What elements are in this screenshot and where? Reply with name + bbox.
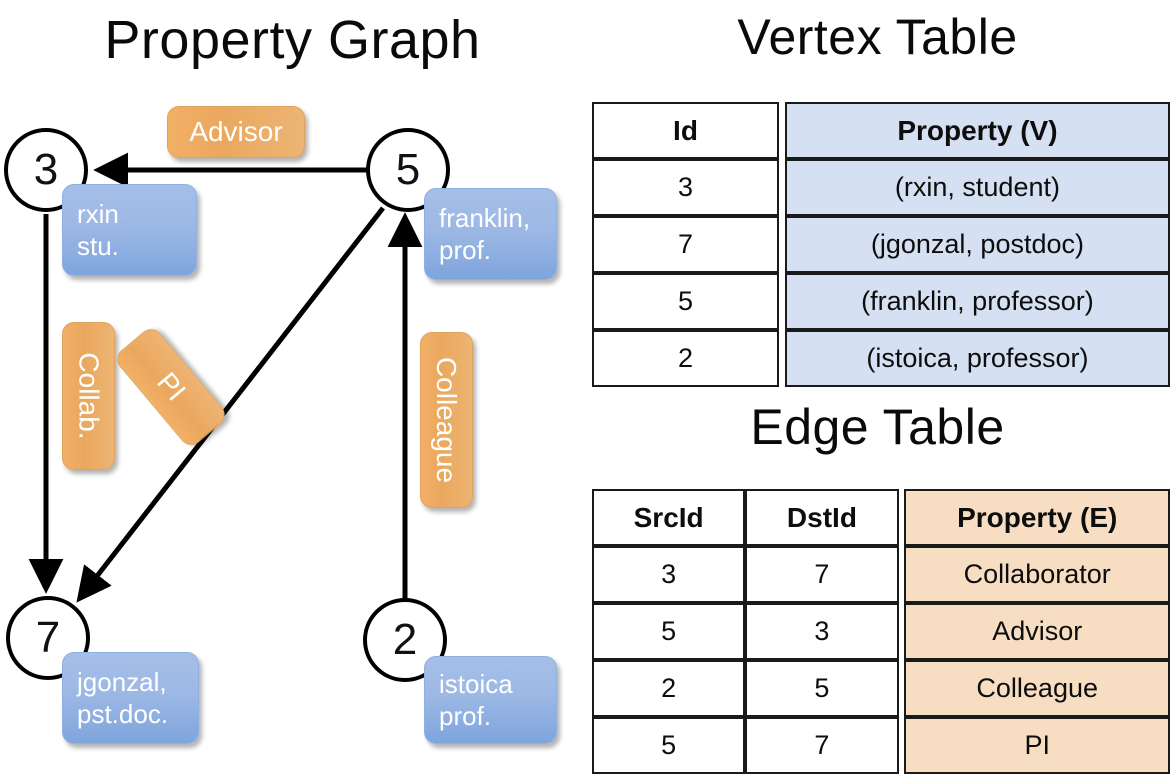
vertex-row-2-id: 5 [592,273,779,330]
edge-table-header-srcid: SrcId [592,489,746,546]
vertex-row-0-id: 3 [592,159,779,216]
vertex-label-2-line2: prof. [439,701,492,731]
table-row[interactable]: 7 (jgonzal, postdoc) [592,216,1170,273]
vertex-row-1-id: 7 [592,216,779,273]
edge-row-2-dst: 5 [745,660,899,717]
edge-label-advisor-text: Advisor [189,116,283,147]
table-row[interactable]: 5 7 PI [592,717,1170,774]
table-row[interactable]: 2 5 Colleague [592,660,1170,717]
edge-table-header-property: Property (E) [904,489,1170,546]
column-gap [898,660,905,717]
edge-row-2-property: Colleague [904,660,1170,717]
edge-row-0-src: 3 [592,546,746,603]
edge-label-advisor: Advisor [167,106,305,158]
edge-table: SrcId DstId Property (E) 3 7 Collaborato… [592,489,1170,774]
edge-row-1-src: 5 [592,603,746,660]
column-gap [779,330,785,387]
edge-label-collab: Collab. [62,322,115,470]
edge-row-3-src: 5 [592,717,746,774]
vertex-label-box-5: franklin, prof. [424,188,557,280]
page-title-vertex-table: Vertex Table [737,9,1018,65]
column-gap [779,273,785,330]
edge-label-colleague-text: Colleague [431,356,463,484]
vertex-table: Id Property (V) 3 (rxin, student) 7 (jgo… [592,102,1170,387]
vertex-label-2-line1: istoica [439,669,513,699]
edge-row-0-dst: 7 [745,546,899,603]
vertex-row-1-property: (jgonzal, postdoc) [784,216,1170,273]
edge-table-header-row: SrcId DstId Property (E) [592,489,1170,546]
vertex-table-header-row: Id Property (V) [592,102,1170,159]
table-row[interactable]: 5 3 Advisor [592,603,1170,660]
table-row[interactable]: 2 (istoica, professor) [592,330,1170,387]
vertex-label-box-2: istoica prof. [424,656,557,744]
vertex-node-5[interactable]: 5 [366,128,450,212]
edge-label-colleague: Colleague [420,332,473,508]
vertex-label-3-line1: rxin [77,199,119,229]
vertex-label-box-3: rxin stu. [62,184,197,276]
vertex-table-header-id: Id [592,102,779,159]
edge-label-pi-text: PI [151,366,192,407]
column-gap [898,546,905,603]
page-title-property-graph: Property Graph [104,10,481,70]
vertex-node-2[interactable]: 2 [363,598,447,682]
column-gap [779,102,785,159]
table-row[interactable]: 5 (franklin, professor) [592,273,1170,330]
column-gap [898,603,905,660]
graph-edges-svg [28,152,423,603]
vertex-label-box-7: jgonzal, pst.doc. [62,652,199,744]
vertex-label-7-line2: pst.doc. [77,699,169,729]
vertex-label-7-line1: jgonzal, [77,667,167,697]
vertex-row-3-property: (istoica, professor) [784,330,1170,387]
edge-row-3-property: PI [904,717,1170,774]
vertex-label-5-line2: prof. [439,235,492,265]
edge-label-collab-text: Collab. [73,352,105,440]
vertex-label-3-line2: stu. [77,231,119,261]
table-row[interactable]: 3 7 Collaborator [592,546,1170,603]
edge-row-3-dst: 7 [745,717,899,774]
vertex-table-header-property: Property (V) [784,102,1170,159]
edge-row-1-dst: 3 [745,603,899,660]
vertex-row-0-property: (rxin, student) [784,159,1170,216]
edge-row-0-property: Collaborator [904,546,1170,603]
edge-arrow-5-to-7 [76,206,385,603]
column-gap [898,717,905,774]
table-row[interactable]: 3 (rxin, student) [592,159,1170,216]
column-gap [898,489,905,546]
property-graph-diagram: 3 5 7 2 rxin stu. franklin, prof. jgonza… [0,0,585,760]
vertex-label-5-line1: franklin, [439,203,531,233]
vertex-row-3-id: 2 [592,330,779,387]
edge-table-header-dstid: DstId [745,489,899,546]
column-gap [779,159,785,216]
column-gap [779,216,785,273]
page-title-edge-table: Edge Table [750,399,1005,455]
edge-row-1-property: Advisor [904,603,1170,660]
edge-row-2-src: 2 [592,660,746,717]
vertex-row-2-property: (franklin, professor) [784,273,1170,330]
